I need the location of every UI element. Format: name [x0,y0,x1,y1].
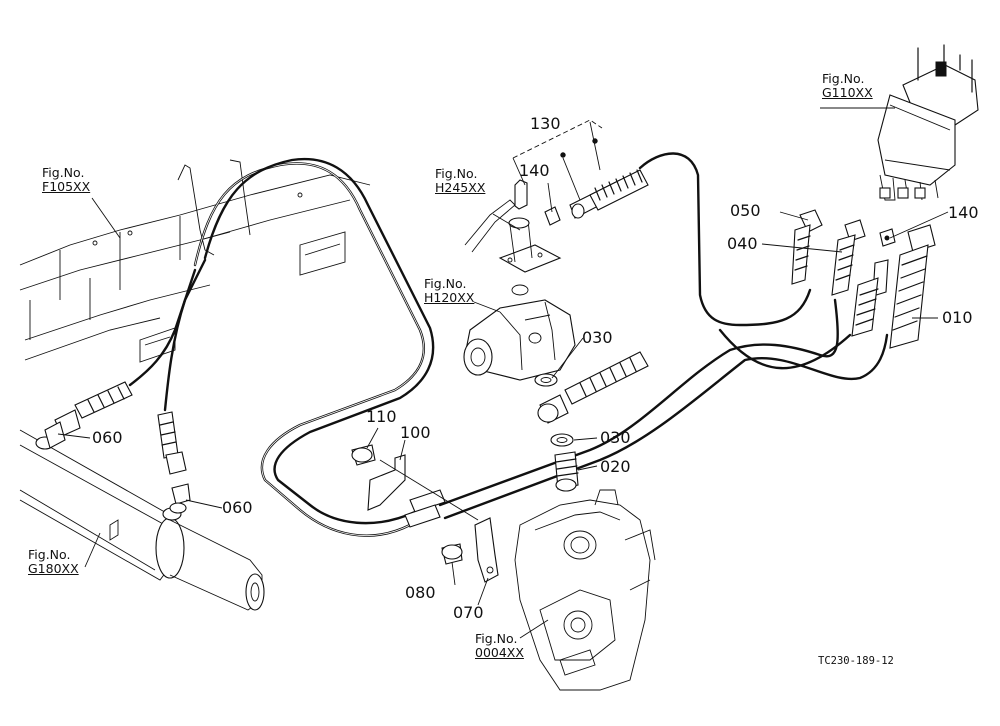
fig-ref-g110: Fig.No. G110XX [822,72,873,100]
part-label-020: 020 [600,457,631,476]
fig-ref-f105: Fig.No. F105XX [42,166,90,194]
engine-block [514,489,656,691]
fig-ref-code: 0004XX [475,645,524,660]
part-label-060-left: 060 [92,428,123,447]
part-label-060-mid: 060 [222,498,253,517]
fig-ref-h245: Fig.No. H245XX [435,167,485,195]
control-valve [877,44,979,201]
hose-lines [128,152,889,537]
part-label-040: 040 [727,234,758,253]
part-label-110: 110 [366,407,397,426]
fig-ref-code: G180XX [28,561,79,576]
part-label-050: 050 [730,201,761,220]
fig-ref-h120: Fig.No. H120XX [424,277,474,305]
suction-pipe [464,179,533,263]
bracket-assemblies [351,444,499,583]
part-label-010: 010 [942,308,973,327]
fig-prefix: Fig.No. [28,547,71,562]
part-label-140-upper: 140 [519,161,550,180]
part-label-070: 070 [453,603,484,622]
hose-fittings-left [44,381,191,514]
fig-ref-code: H245XX [435,180,486,195]
fig-ref-g180: Fig.No. G180XX [28,548,79,576]
fig-ref-code: F105XX [42,179,91,194]
part-label-140-right: 140 [948,203,979,222]
hydraulic-pump [463,244,576,381]
fig-ref-0004: Fig.No. 0004XX [475,632,524,660]
fig-prefix: Fig.No. [822,71,865,86]
hose-fittings-right [791,209,936,349]
fig-prefix: Fig.No. [42,165,85,180]
pipe-assembly-mid [534,351,649,492]
part-label-100: 100 [400,423,431,442]
part-label-080: 080 [405,583,436,602]
part-label-030-lower: 030 [600,428,631,447]
fig-ref-code: G110XX [822,85,873,100]
cylinder [19,429,265,611]
part-label-130: 130 [530,114,561,133]
fig-ref-code: H120XX [424,290,475,305]
fig-prefix: Fig.No. [435,166,478,181]
pipe-assembly-130 [544,138,649,226]
leader-lines [57,107,949,639]
fig-prefix: Fig.No. [475,631,518,646]
fig-prefix: Fig.No. [424,276,467,291]
part-label-030-upper: 030 [582,328,613,347]
drawing-code: TC230-189-12 [818,655,894,667]
